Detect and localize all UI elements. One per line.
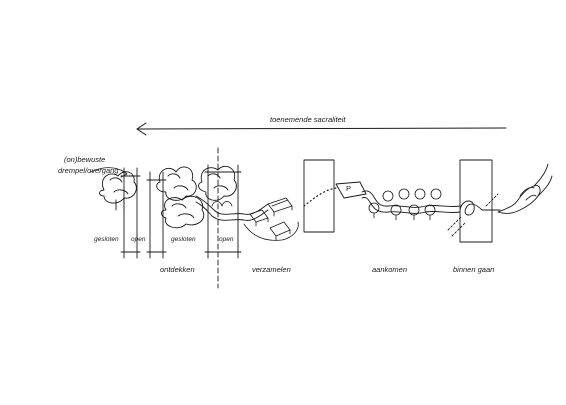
car-icon (267, 197, 293, 217)
dotted-connection (303, 187, 337, 207)
threshold-frame-1 (120, 167, 141, 259)
arrow-left-icon (136, 122, 507, 136)
label-gesloten-1: gesloten (94, 236, 119, 243)
phase-ontdekken: ontdekken (160, 265, 195, 274)
threshold-frame-3 (204, 164, 242, 259)
path-loop (459, 200, 501, 216)
threshold-frame-4 (303, 159, 335, 233)
annotation-line-2: drempel/overgang (58, 166, 119, 175)
road (361, 190, 461, 208)
gate-coil (211, 201, 233, 207)
arrow-label: toenemende sacraliteit (270, 115, 346, 124)
parking-lot-outline (243, 221, 299, 241)
threshold-frame-2 (146, 171, 167, 259)
car-icon (249, 209, 269, 227)
phase-binnen-gaan: binnen gaan (453, 265, 495, 274)
parking-sign-letter: P (346, 184, 352, 193)
phase-aankomen: aankomen (372, 265, 408, 274)
tree-icon (99, 171, 137, 211)
label-open-2: open (219, 236, 234, 243)
label-open-1: open (131, 236, 146, 243)
tree-icon (368, 188, 442, 221)
car-icon (269, 221, 291, 241)
phase-verzamelen: verzamelen (252, 265, 291, 274)
parking-icon (335, 181, 367, 199)
tree-icon (198, 166, 237, 201)
label-gesloten-2: gesloten (171, 236, 196, 243)
threshold-frame-5 (447, 159, 499, 243)
tree-icon (156, 166, 205, 229)
hand-icon (497, 163, 553, 214)
annotation-line-1: (on)bewuste (64, 155, 106, 164)
